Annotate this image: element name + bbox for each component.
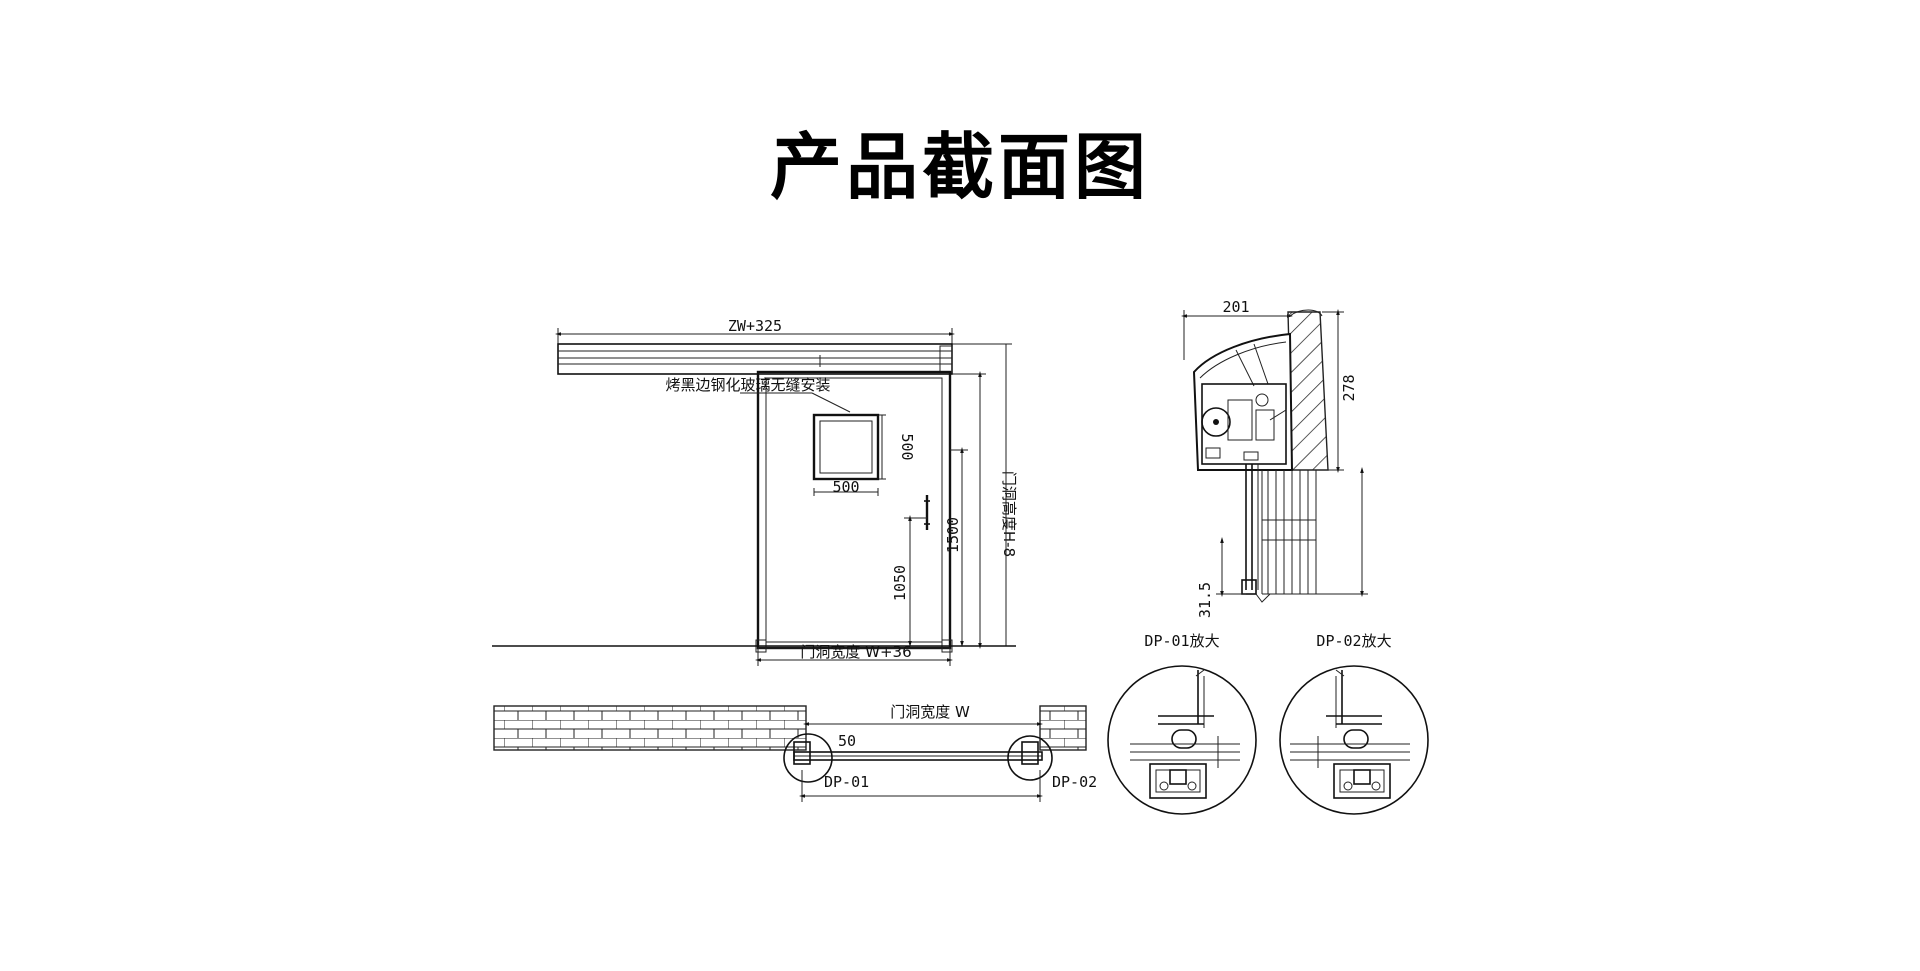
gap-label: 31.5: [1196, 582, 1214, 618]
top-width-label: ZW+325: [728, 317, 782, 335]
side-section: 201 278: [1181, 298, 1368, 618]
section-width-label: 201: [1222, 298, 1249, 316]
front-elevation: ZW+325 500 500 烤黑边钢化玻璃无缝安装: [492, 317, 1018, 666]
dp02-title: DP-02放大: [1316, 632, 1391, 650]
handle-height-label: 1050: [891, 565, 909, 601]
detail-dp02: DP-02放大: [1279, 632, 1429, 815]
opening-width-label: 门洞宽度 W: [890, 703, 970, 721]
bottom-width-label: 门洞宽度 W+36: [800, 643, 911, 661]
detail-right-label: DP-02: [1052, 773, 1097, 791]
section-height-label: 278: [1340, 374, 1358, 401]
window-height-label: 500: [898, 433, 916, 460]
door-height-1500-label: 1500: [944, 517, 962, 553]
plan-view: 门洞宽度 W 50 DP-01 DP-02: [493, 703, 1097, 802]
dp01-title: DP-01放大: [1144, 632, 1219, 650]
detail-left-label: DP-01: [824, 773, 869, 791]
detail-dp01: DP-01放大: [1107, 632, 1257, 815]
opening-height-label: 门洞高度H-8: [1000, 471, 1018, 557]
glass-note: 烤黑边钢化玻璃无缝安装: [665, 376, 830, 394]
window-width-label: 500: [832, 478, 859, 496]
offset-label: 50: [838, 732, 856, 750]
page-title: 产品截面图: [769, 125, 1150, 209]
